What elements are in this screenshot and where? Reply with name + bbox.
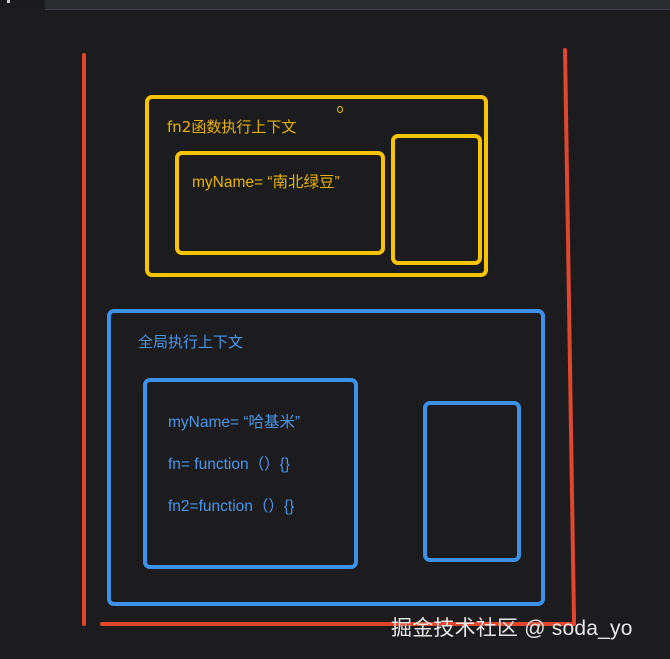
fn2-context-label: fn2函数执行上下文 xyxy=(167,118,297,136)
global-var-myname: myName= “哈基米” xyxy=(168,414,301,431)
global-context-label: 全局执行上下文 xyxy=(138,333,244,351)
stack-left-edge xyxy=(82,53,86,626)
fn2-variable-environment xyxy=(175,151,385,255)
toolbar-tabs-cropped xyxy=(45,0,670,10)
global-var-fn2: fn2=function（）{} xyxy=(168,498,295,515)
watermark: 掘金技术社区 @ soda_yo xyxy=(391,617,633,640)
global-execution-context xyxy=(107,309,545,606)
global-var-fn: fn= function（）{} xyxy=(168,456,290,473)
global-lexical-environment xyxy=(423,401,521,562)
toolbar-dot xyxy=(7,0,10,3)
small-circle-marker xyxy=(337,106,343,113)
global-variable-environment xyxy=(143,378,358,569)
fn2-execution-context xyxy=(145,95,488,277)
top-toolbar-strip xyxy=(0,0,670,10)
stack-right-edge xyxy=(563,47,577,626)
fn2-lexical-environment xyxy=(391,134,482,265)
fn2-var-myname: myName= “南北绿豆” xyxy=(192,174,340,191)
stack-bottom-edge xyxy=(100,622,576,626)
